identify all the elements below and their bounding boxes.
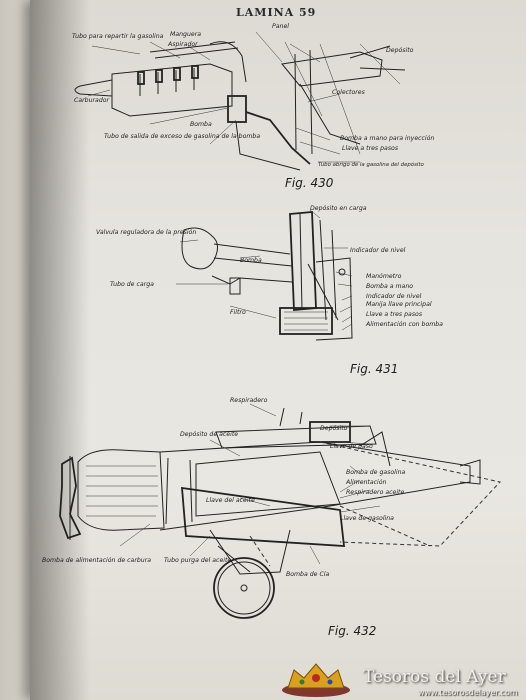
fig431-label: Indicador de nivel xyxy=(350,247,406,254)
fig432-label: Llave del aceite xyxy=(206,496,255,504)
fig432-label: Llave de gasolina xyxy=(340,515,394,522)
fig431-label: Tubo de carga xyxy=(110,281,154,288)
fig430-label: Bomba xyxy=(190,121,212,128)
fig431-label: Indicador de nivel xyxy=(366,293,422,300)
fig-431-diagram: Depósito en carga Valvula reguladora de … xyxy=(96,204,443,341)
fig431-label: Alimentación con bomba xyxy=(365,320,443,328)
watermark-url: www.tesorosdelayer.com xyxy=(418,688,518,697)
fig432-label: Bomba de Cía xyxy=(286,570,329,578)
fig431-label: Filtro xyxy=(230,308,246,316)
fig432-label: Llave de paso xyxy=(330,443,373,450)
fig430-label: Llave a tres pasos xyxy=(342,144,399,152)
watermark-brand: Tesoros del Ayer xyxy=(363,667,506,687)
fig432-label: Respiradero aceite xyxy=(346,488,404,496)
fig430-label: Tubo de salida de exceso de gasolina de … xyxy=(104,133,260,140)
page-heading: LAMINA 59 xyxy=(236,6,317,19)
fig431-label: Bomba a mano xyxy=(366,283,413,290)
fig432-label: Bomba de gasolina xyxy=(346,469,406,476)
fig430-label: Tubo para repartir la gasolina xyxy=(72,32,164,40)
book-page xyxy=(30,0,526,700)
fig430-label: Tubo abrigo de la gasolina del depósito xyxy=(318,161,425,168)
fig430-label: Depósito xyxy=(386,46,414,54)
treasure-logo-icon xyxy=(282,663,350,697)
fig432-label: Tubo purga del aceite xyxy=(164,556,231,564)
fig430-label: Panel xyxy=(272,23,289,30)
fig432-label: Depósito xyxy=(320,424,348,432)
fig430-label: Manguera xyxy=(170,31,201,38)
fig432-label: Depósito de aceite xyxy=(180,430,238,438)
fig431-label: Valvula reguladora de la presión xyxy=(96,228,196,236)
fig-431-caption: Fig. 431 xyxy=(350,362,399,376)
fig430-label: Bomba a mano para inyección xyxy=(340,134,434,142)
fig-430-diagram: Tubo para repartir la gasolina Manguera … xyxy=(72,23,434,171)
fig431-label: Manómetro xyxy=(366,272,402,280)
fig430-label: Aspirador xyxy=(167,41,198,48)
fig-432-caption: Fig. 432 xyxy=(328,624,377,638)
fig-430-caption: Fig. 430 xyxy=(285,176,334,190)
fig430-label: Colectores xyxy=(332,88,366,96)
fig431-label: Manija llave principal xyxy=(366,301,432,308)
fig431-label: Bomba xyxy=(240,257,262,264)
fig-432-diagram: Respiradero Depósito Depósito de aceite … xyxy=(42,397,501,619)
fig432-label: Respiradero xyxy=(230,397,268,404)
fig432-label: Bomba de alimentación de carbura xyxy=(42,556,151,564)
fig430-label: Carburador xyxy=(74,97,110,104)
fig431-label: Llave a tres pasos xyxy=(366,310,423,318)
fig432-label: Alimentación xyxy=(345,478,387,486)
fig431-label: Depósito en carga xyxy=(310,204,367,212)
